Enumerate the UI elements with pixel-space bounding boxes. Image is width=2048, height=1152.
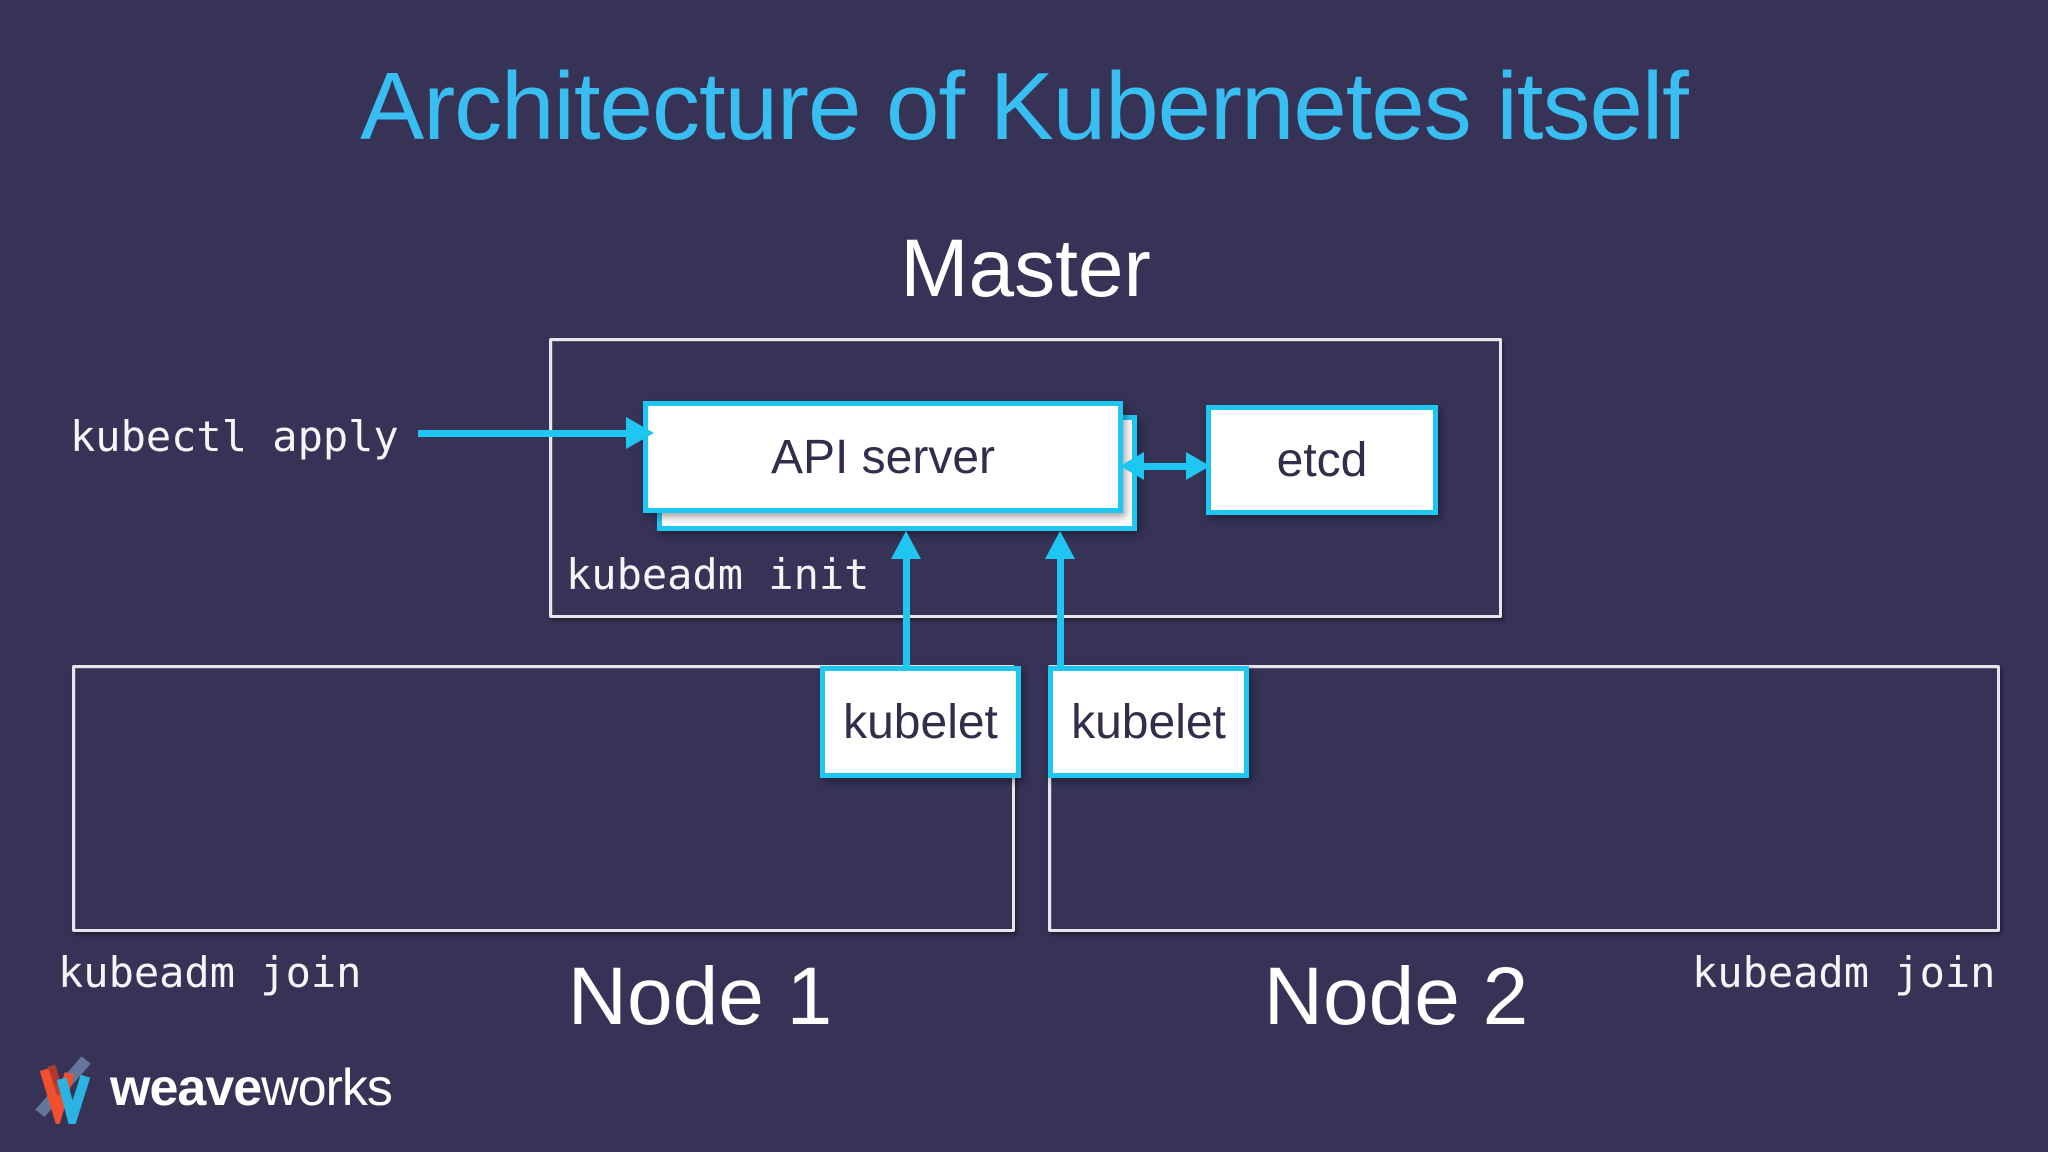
api-server-label: API server: [770, 430, 996, 484]
node2-box: [1048, 665, 2000, 932]
page-title: Architecture of Kubernetes itself: [360, 53, 1689, 160]
node1-label: Node 1: [567, 951, 833, 1042]
node2-label: Node 2: [1263, 951, 1529, 1042]
kubeadm-join-left-label: kubeadm join: [58, 948, 362, 997]
master-label: Master: [900, 223, 1151, 314]
arrowhead-right-icon: [1186, 452, 1210, 480]
kubelet1-to-api-arrow: [903, 558, 910, 668]
kubeadm-join-right-label: kubeadm join: [1692, 948, 1996, 997]
weaveworks-logo-icon: [35, 1056, 91, 1124]
api-etcd-double-arrow: [1140, 463, 1196, 470]
brand-weave: weave: [110, 1059, 262, 1117]
master-box: [549, 338, 1502, 618]
arrowhead-up-icon: [1045, 531, 1075, 559]
brand-works: works: [261, 1059, 393, 1117]
footer-brand: weaveworks: [30, 1052, 393, 1124]
kubeadm-init-label: kubeadm init: [566, 550, 870, 599]
etcd-box: etcd: [1206, 405, 1438, 515]
kubectl-apply-arrow: [418, 430, 628, 437]
kubectl-apply-label: kubectl apply: [70, 412, 399, 461]
kubelet2-label: kubelet: [1071, 695, 1226, 749]
kubelet2-box: kubelet: [1048, 666, 1249, 778]
kubelet1-box: kubelet: [820, 666, 1021, 778]
kubelet2-to-api-arrow: [1057, 558, 1064, 668]
arrowhead-up-icon: [891, 531, 921, 559]
brand-wordmark: weaveworks: [110, 1058, 393, 1118]
node1-box: [72, 665, 1015, 932]
api-server-box: API server: [643, 401, 1123, 513]
arrowhead-left-icon: [1120, 452, 1144, 480]
arrowhead-right-icon: [626, 417, 654, 449]
etcd-label: etcd: [1276, 433, 1368, 487]
kubelet1-label: kubelet: [843, 695, 998, 749]
